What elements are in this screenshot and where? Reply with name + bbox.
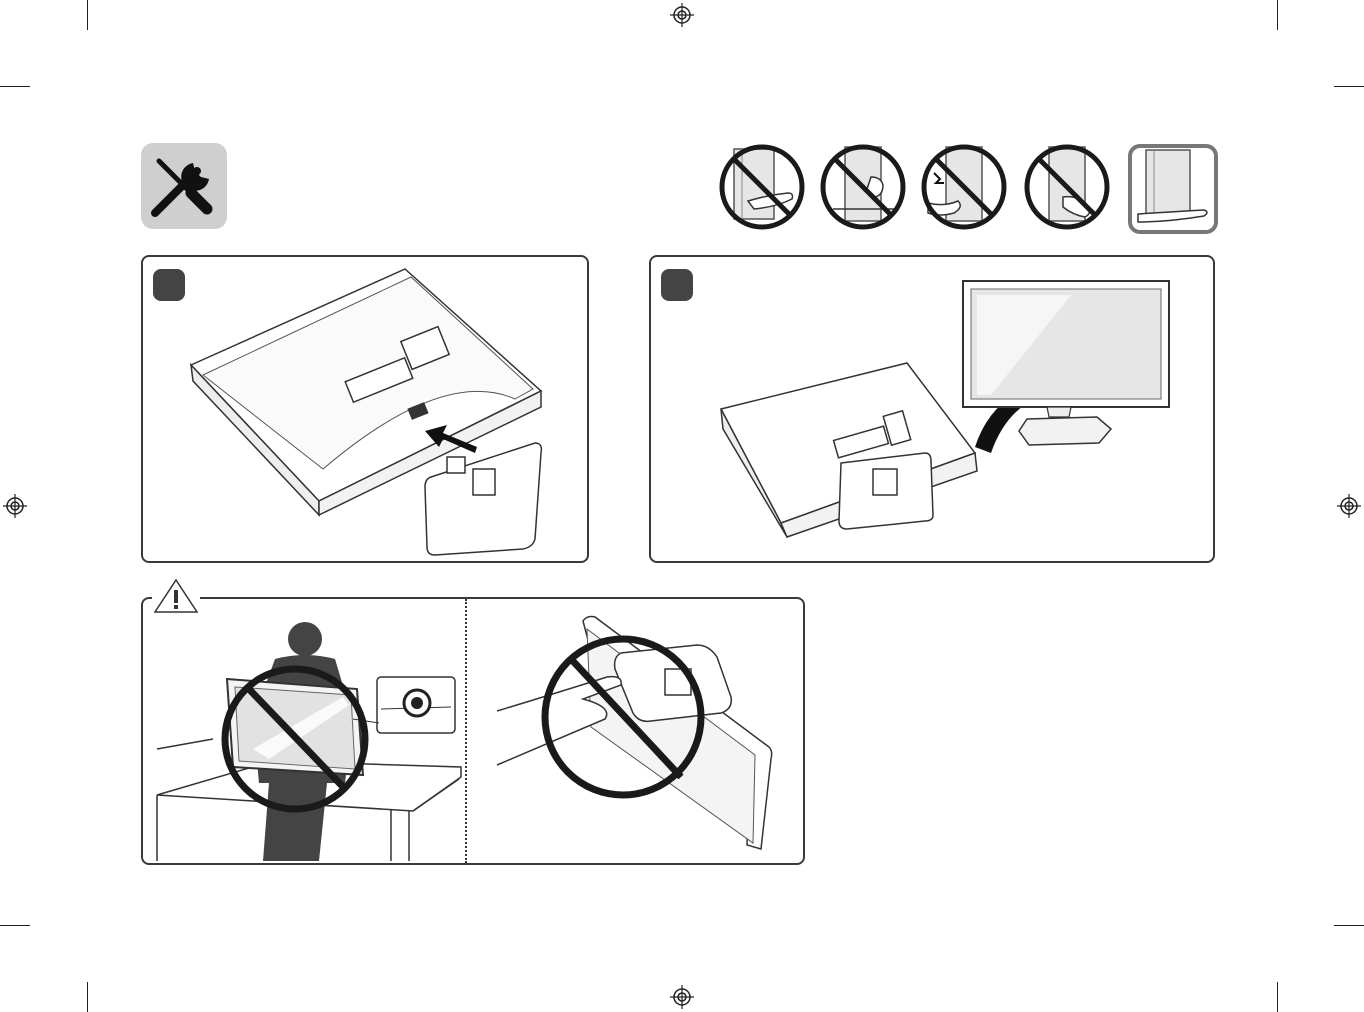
tv-lift-upright-illustration <box>651 257 1213 561</box>
crop-mark-bottom-right-v <box>1277 982 1278 1012</box>
crop-mark-top-left-h <box>0 86 30 87</box>
registration-mark-icon <box>670 3 694 27</box>
caution-tab <box>152 578 200 614</box>
crop-mark-top-left-v <box>87 0 88 30</box>
registration-mark-icon <box>3 494 27 518</box>
no-impact-panel-icon <box>920 143 1008 231</box>
no-lift-by-frame-icon <box>1023 143 1111 231</box>
warning-triangle-icon <box>152 578 200 614</box>
registration-mark-icon <box>670 985 694 1009</box>
no-grip-panel-icon <box>819 143 907 231</box>
wrench-screwdriver-icon <box>141 143 227 229</box>
crop-mark-top-right-v <box>1277 0 1278 30</box>
crop-mark-top-right-h <box>1334 86 1364 87</box>
crop-mark-bottom-left-v <box>87 982 88 1012</box>
tv-face-down-attach-stand-illustration <box>143 257 587 561</box>
registration-mark-icon <box>1337 494 1361 518</box>
step-1-panel <box>141 255 589 563</box>
crop-mark-bottom-right-h <box>1334 925 1364 926</box>
crop-mark-bottom-left-h <box>0 925 30 926</box>
support-from-bottom-icon <box>1128 144 1218 234</box>
no-hand-under-edge-icon <box>718 143 806 231</box>
step-2-panel <box>649 255 1215 563</box>
caution-panel <box>141 597 805 865</box>
tools-icon-box <box>141 143 227 229</box>
caution-illustrations <box>143 599 803 863</box>
